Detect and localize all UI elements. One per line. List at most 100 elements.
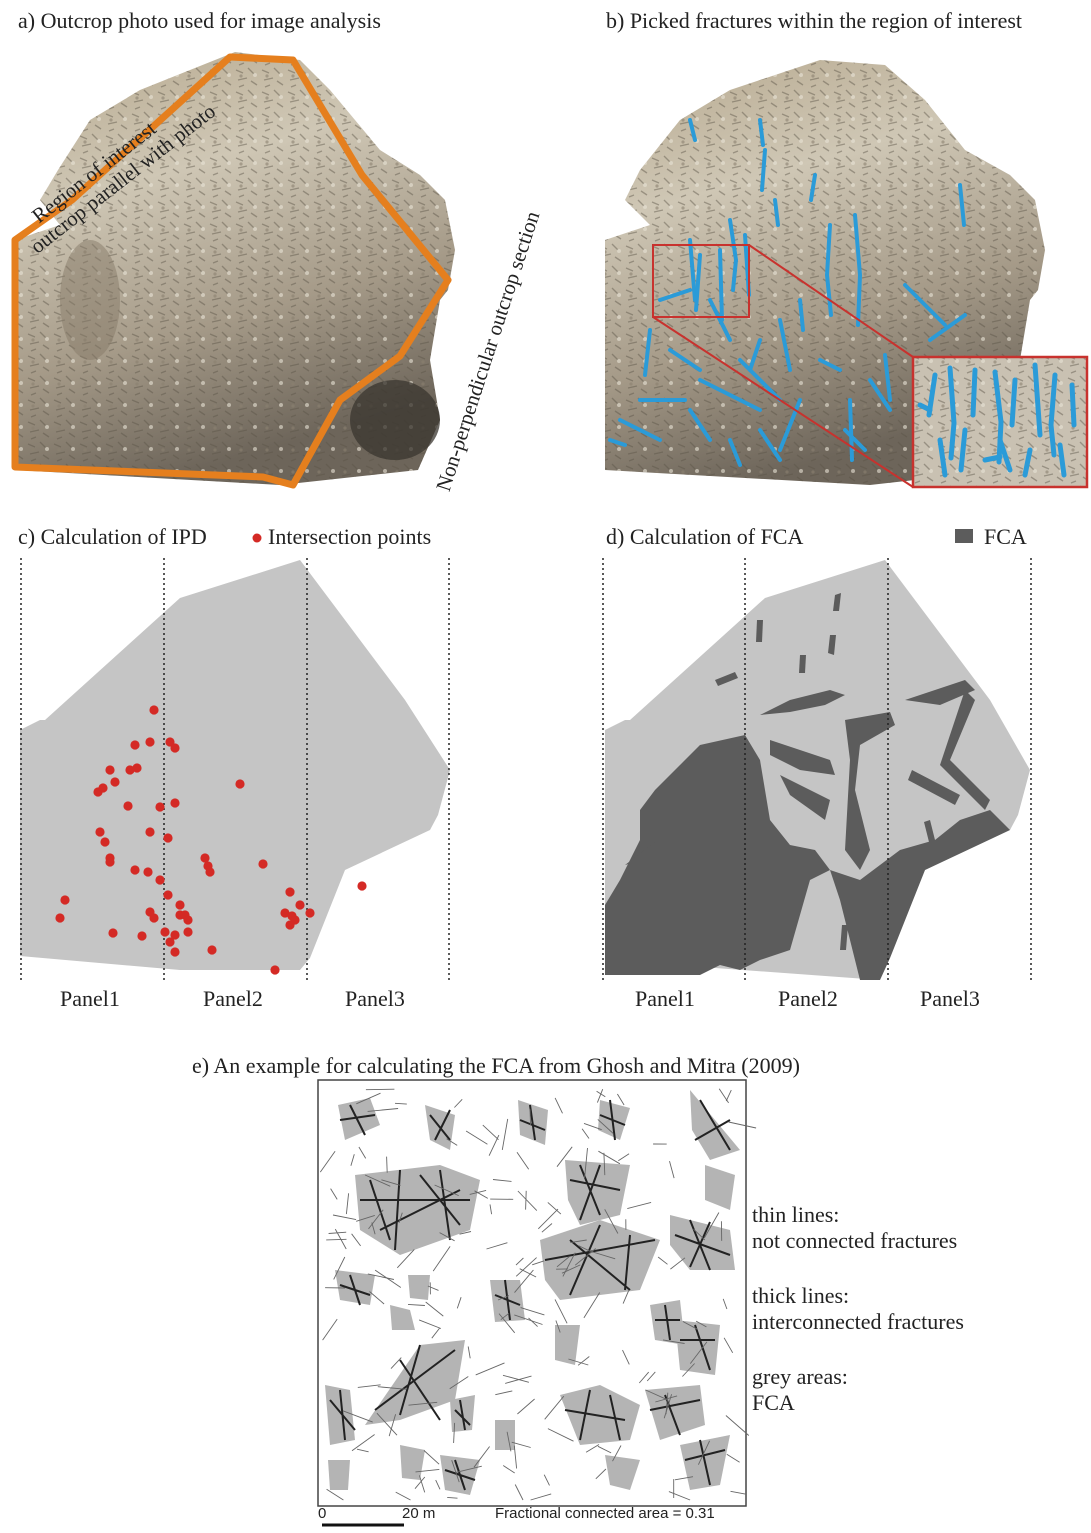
intersection-point: [160, 927, 170, 937]
thin-unconnected-fractures: [319, 1088, 757, 1501]
thin-fracture: [376, 1412, 398, 1436]
thin-fracture: [657, 1256, 668, 1265]
thin-fracture: [328, 1231, 347, 1234]
thin-fracture: [358, 1146, 367, 1159]
thin-fracture: [722, 1298, 728, 1310]
region-of-interest-outline: [11, 53, 452, 489]
thin-fracture: [655, 1395, 678, 1403]
panel-e-title: e) An example for calculating the FCA fr…: [192, 1053, 800, 1078]
intersection-point: [105, 857, 115, 867]
intersection-point: [295, 900, 305, 910]
thin-fracture: [489, 1204, 493, 1215]
intersection-point: [149, 705, 159, 715]
thin-fracture: [513, 1445, 518, 1469]
thin-fracture: [345, 1193, 350, 1215]
thin-fracture: [574, 1248, 596, 1266]
thin-fracture: [502, 1374, 530, 1383]
thin-fracture: [497, 1295, 510, 1301]
intersection-point: [205, 867, 215, 877]
thin-fracture: [597, 1119, 614, 1134]
intersection-point: [145, 827, 155, 837]
thin-fracture: [547, 1428, 574, 1442]
thin-fracture: [333, 1256, 346, 1280]
thin-fracture: [456, 1297, 462, 1309]
intersection-point: [123, 801, 133, 811]
thin-fracture: [330, 1188, 338, 1200]
thin-fracture: [689, 1341, 708, 1364]
thin-fracture: [439, 1232, 455, 1242]
thin-fracture: [585, 1444, 600, 1453]
thin-fracture: [543, 1474, 550, 1486]
thin-fracture: [388, 1414, 397, 1437]
thin-fracture: [368, 1209, 384, 1230]
intersection-point: [170, 930, 180, 940]
thin-fracture: [581, 1128, 590, 1139]
intersection-point: [130, 865, 140, 875]
thin-fracture: [525, 1190, 527, 1210]
intersection-point: [357, 881, 367, 891]
intersection-point: [163, 890, 173, 900]
intersection-point: [287, 911, 297, 921]
panel-a-title: a) Outcrop photo used for image analysis: [18, 8, 381, 33]
thin-fracture: [682, 1321, 698, 1330]
thin-fracture: [356, 1214, 375, 1222]
roi-shape-d: [605, 560, 1030, 980]
panel-b-title: b) Picked fractures within the region of…: [606, 8, 1023, 33]
thin-fracture: [374, 1269, 402, 1288]
thin-fracture: [646, 1371, 656, 1382]
fca-grey-areas: [325, 1090, 740, 1495]
thin-fracture: [506, 1431, 512, 1452]
panel-d-label-3: Panel3: [920, 986, 980, 1011]
intersection-point: [60, 895, 70, 905]
intersection-point: [149, 913, 159, 923]
thin-fracture: [371, 1222, 376, 1235]
legend-grey-areas: grey areas: FCA: [752, 1364, 848, 1417]
intersection-point: [137, 931, 147, 941]
intersection-point: [125, 765, 135, 775]
thin-fracture: [351, 1434, 375, 1452]
thin-fracture: [431, 1327, 441, 1339]
thin-fracture: [693, 1228, 706, 1241]
thin-fracture: [488, 1134, 500, 1156]
thin-fracture: [449, 1376, 469, 1390]
intersection-point: [165, 737, 175, 747]
intersection-point: [170, 947, 180, 957]
intersection-point: [163, 833, 173, 843]
intersection-point: [183, 927, 193, 937]
thin-fracture: [596, 1090, 606, 1098]
thin-fracture: [597, 1445, 612, 1454]
panel-dividers-d: [602, 558, 1032, 982]
thin-fracture: [723, 1337, 734, 1354]
thin-fracture: [596, 1089, 604, 1103]
thin-fracture: [367, 1273, 394, 1280]
thin-fracture: [514, 1484, 524, 1501]
thin-fracture: [697, 1440, 711, 1465]
thin-fracture: [598, 1150, 621, 1165]
thin-fracture: [365, 1088, 395, 1091]
fca-legend-swatch: [955, 529, 973, 543]
thin-fracture: [326, 1488, 344, 1501]
thin-fracture: [447, 1496, 458, 1499]
thin-fracture: [502, 1465, 515, 1474]
non-perpendicular-label: Non-perpendicular outcrop section: [431, 208, 545, 495]
intersection-points: [55, 705, 367, 975]
thin-fracture: [511, 1441, 531, 1448]
intersection-point: [170, 798, 180, 808]
thin-fracture: [515, 1257, 524, 1266]
intersection-point: [180, 910, 190, 920]
intersection-point: [290, 915, 300, 925]
thin-fracture: [669, 1160, 675, 1179]
thin-fracture: [517, 1190, 538, 1211]
legend-grey-areas-body: FCA: [752, 1390, 795, 1416]
thin-fracture: [482, 1124, 499, 1141]
thin-fracture: [396, 1249, 415, 1269]
thin-fracture: [514, 1269, 534, 1293]
thin-fracture: [618, 1153, 630, 1162]
thin-fracture: [583, 1122, 602, 1131]
thin-fracture: [455, 1465, 482, 1473]
thin-fracture: [467, 1346, 471, 1359]
thin-fracture: [418, 1475, 426, 1493]
thin-fracture: [408, 1401, 438, 1406]
thin-fracture: [665, 1392, 669, 1415]
thin-fracture: [554, 1299, 568, 1324]
